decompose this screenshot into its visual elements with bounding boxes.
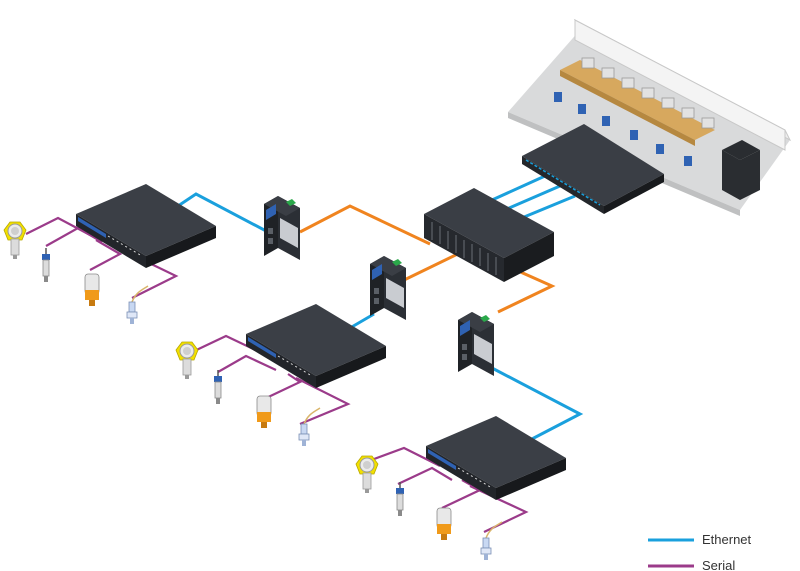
temperature-sensor-icon [436,507,452,541]
industrial-switch-icon [370,256,406,320]
industrial-switch-icon [458,312,494,376]
legend-ethernet-label: Ethernet [702,532,752,547]
flow-sensor-icon [298,407,321,447]
device-server-icon [425,415,567,501]
gas-detector-icon [175,341,199,380]
pressure-transmitter-icon [213,369,223,405]
ethernet-links-device [177,192,584,442]
media-converter-chassis-icon [424,188,554,282]
temperature-sensor-icon [256,395,272,429]
core-switch-icon [522,124,664,214]
gas-detector-icon [355,455,379,494]
pressure-transmitter-icon [395,481,405,517]
pressure-transmitter-icon [41,247,51,283]
temperature-sensor-icon [84,273,100,307]
serial-links [25,216,529,533]
gas-detector-icon [3,221,27,260]
legend: Ethernet Serial [648,532,752,571]
legend-serial-label: Serial [702,558,735,571]
device-server-icon [245,303,387,389]
device-server-icon [75,183,217,269]
industrial-switch-icon [264,196,300,260]
